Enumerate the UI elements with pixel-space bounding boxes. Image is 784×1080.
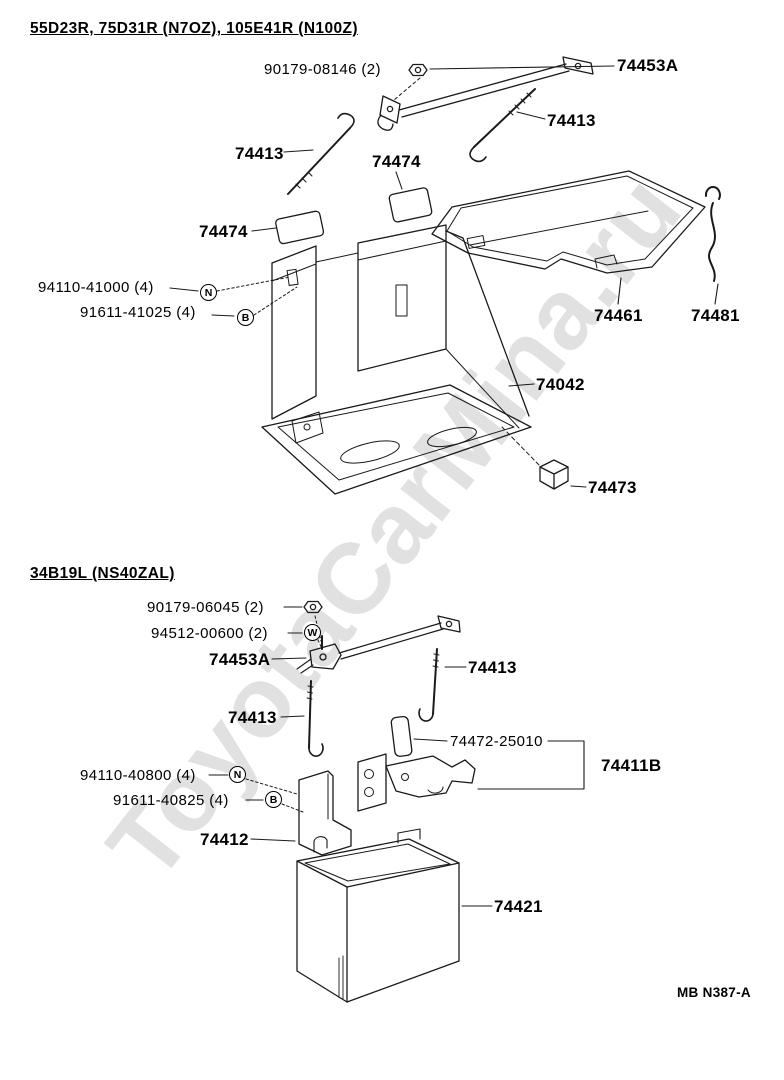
nut-icon [408,63,428,77]
doc-code: MB N387-A [677,985,751,1000]
label-74474-left: 74474 [199,222,248,241]
label-74412: 74412 [200,830,249,849]
label-74472-25010: 74472-25010 [450,733,543,750]
label-74413-right-2: 74413 [468,658,517,677]
bracket-74412-drawing [298,770,352,856]
circled-w-icon: W [304,624,321,641]
label-74413-left: 74413 [235,144,284,163]
section-title-2: 34B19L (NS40ZAL) [30,565,175,582]
label-94512-00600: 94512-00600 (2) [151,625,268,642]
label-74413-left-2: 74413 [228,708,277,727]
label-74042: 74042 [536,375,585,394]
hook-rod-drawing [704,186,721,282]
label-74411b: 74411B [601,756,662,775]
nut-icon [303,600,323,614]
circled-b-icon: B [265,791,282,808]
label-74473: 74473 [588,478,637,497]
label-94110-41000: 94110-41000 (4) [38,279,154,296]
jbolt-left-drawing [287,112,355,195]
section-title-1: 55D23R, 75D31R (N7OZ), 105E41R (N100Z) [30,20,358,37]
label-94110-40800: 94110-40800 (4) [80,767,196,784]
label-74474-center: 74474 [372,152,421,171]
label-74421: 74421 [494,897,543,916]
pad-center-drawing [388,187,433,223]
battery-tray-drawing [296,828,460,1003]
label-74461: 74461 [594,306,643,325]
label-91611-41025: 91611-41025 (4) [80,304,196,321]
battery-clamp-drawing [377,56,594,131]
label-91611-40825: 91611-40825 (4) [113,792,229,809]
label-74413-right: 74413 [547,111,596,130]
battery-clamp-drawing-2 [296,615,461,674]
battery-cover-drawing [431,170,706,274]
jbolt-right-drawing-2 [418,648,440,722]
pad-left-drawing [275,210,325,245]
carrier-bracket-drawing [357,753,476,812]
label-74453a-2: 74453A [209,650,271,669]
circled-n-icon: N [229,766,246,783]
label-74481: 74481 [691,306,740,325]
jbolt-left-drawing-2 [306,680,324,757]
label-74453a: 74453A [617,56,679,75]
pad-drawing-2 [390,715,413,757]
circled-n-icon: N [200,284,217,301]
jbolt-right-drawing [469,88,536,163]
battery-carrier-drawing [261,224,532,495]
spacer-block-drawing [539,459,569,490]
label-90179-08146: 90179-08146 (2) [264,61,381,78]
label-90179-06045: 90179-06045 (2) [147,599,264,616]
circled-b-icon: B [237,309,254,326]
